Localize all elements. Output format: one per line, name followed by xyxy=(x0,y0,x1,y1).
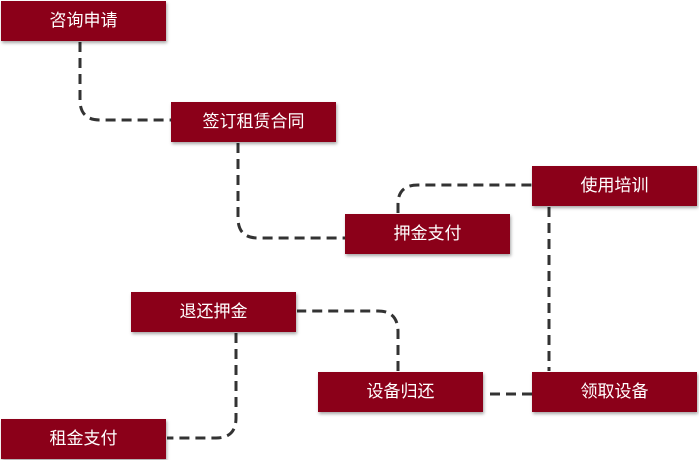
connector-contract-to-deposit xyxy=(236,143,345,240)
node-refund-deposit: 退还押金 xyxy=(131,292,296,332)
connector-deposit-to-training xyxy=(396,183,532,213)
node-return-equipment: 设备归还 xyxy=(318,372,483,412)
node-receive-equipment: 领取设备 xyxy=(532,372,697,412)
connector-consult-to-contract xyxy=(78,42,171,122)
connector-refund-to-rent xyxy=(167,333,238,440)
node-usage-training: 使用培训 xyxy=(532,166,697,206)
node-rent-payment: 租金支付 xyxy=(1,419,166,459)
node-consult-application: 咨询申请 xyxy=(1,1,166,41)
node-sign-lease-contract: 签订租赁合同 xyxy=(171,102,336,142)
node-deposit-payment: 押金支付 xyxy=(345,214,510,254)
connector-returndev-to-refund xyxy=(297,309,400,371)
